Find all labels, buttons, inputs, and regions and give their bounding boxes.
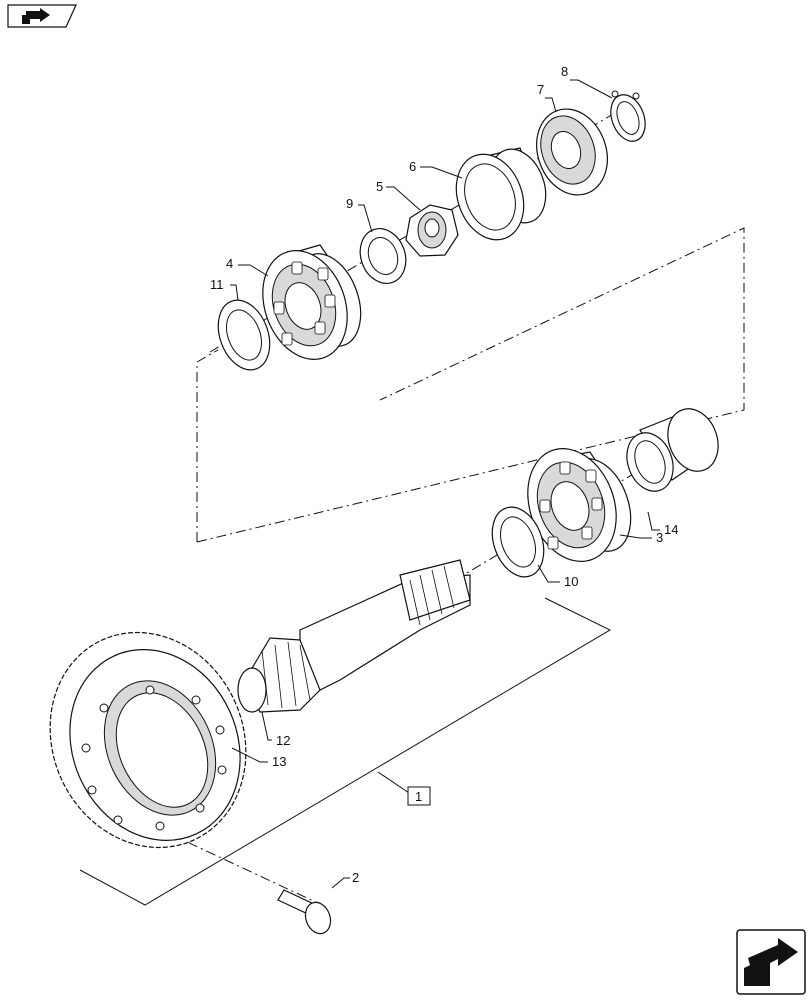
assembly-bracket: [79, 597, 612, 906]
sleeve-part-14: [626, 408, 719, 492]
callout-11: 11: [210, 277, 224, 292]
callout-13: 13: [272, 754, 286, 769]
callout-12: 12: [276, 733, 290, 748]
spacer-washer-part-11: [217, 299, 271, 371]
callout-10: 10: [564, 574, 578, 589]
nut-part-5: [405, 204, 459, 257]
callout-6: 6: [409, 159, 416, 174]
callout-9: 9: [346, 196, 353, 211]
callout-7: 7: [537, 82, 544, 97]
next-page-icon: [744, 938, 798, 986]
callout-4: 4: [226, 256, 233, 271]
leader-lines: [230, 79, 660, 889]
bolt-part-2: [277, 889, 332, 935]
bearing-part-7: [536, 108, 608, 196]
ring-gear-part-13: [49, 631, 247, 849]
spacer-part-10: [491, 506, 545, 578]
bushing-part-6: [455, 147, 547, 241]
callout-1: 1: [415, 789, 422, 804]
next-page-button[interactable]: [736, 929, 806, 995]
callout-3: 3: [656, 530, 663, 545]
roller-bearing-part-4: [262, 244, 362, 360]
pinion-shaft-part-12: [237, 559, 471, 713]
callout-14: 14: [664, 522, 678, 537]
lock-washer-part-9: [359, 228, 407, 284]
previous-page-button[interactable]: [7, 4, 77, 28]
snap-ring-part-8: [610, 90, 646, 142]
callout-2: 2: [352, 870, 359, 885]
callout-5: 5: [376, 179, 383, 194]
roller-bearing-part-3: [527, 448, 632, 562]
callout-1-box: 1: [407, 786, 431, 806]
previous-page-icon: [22, 8, 50, 24]
callout-8: 8: [561, 64, 568, 79]
callout-labels: 8 7 6 5 9 4 11 14 3 10 12 13 2 1: [210, 64, 678, 885]
